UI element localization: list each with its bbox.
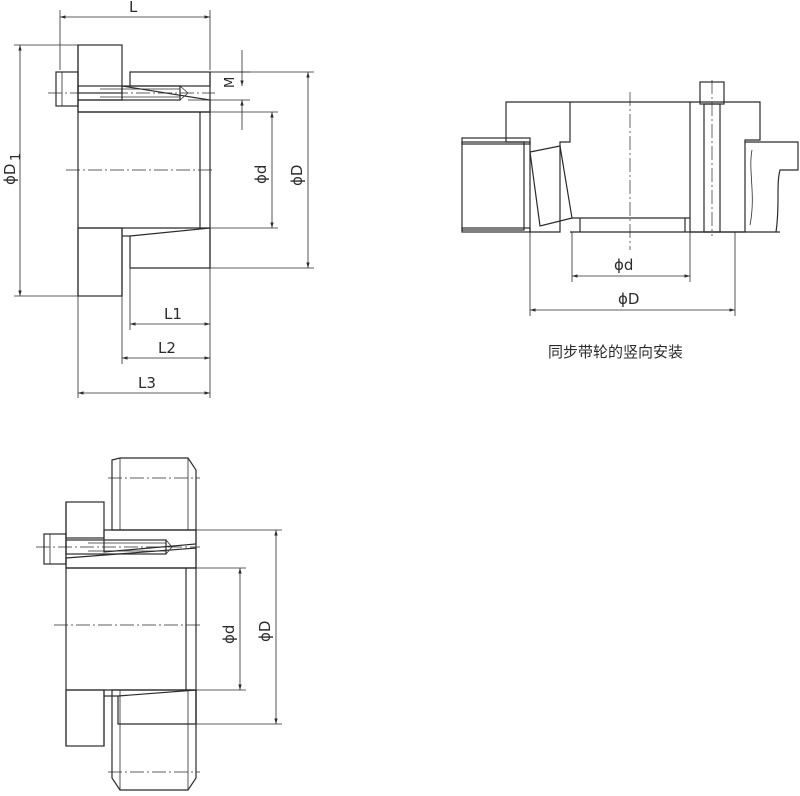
locking-assembly-view: L ϕD 1 M ϕd ϕD L1 L2 L3 bbox=[1, 0, 314, 398]
gear-flange-upper bbox=[65, 501, 105, 539]
gear-installation-view: ϕd ϕD bbox=[36, 457, 282, 791]
dim-label-D1: ϕD 1 bbox=[1, 153, 24, 185]
pulley-caption: 同步带轮的竖向安装 bbox=[548, 343, 684, 361]
gear-bottom bbox=[111, 689, 197, 791]
inner-ring-upper bbox=[77, 85, 211, 113]
dim-label-D: ϕD bbox=[288, 165, 306, 186]
pulley-hub-right bbox=[689, 101, 761, 233]
dim-label-M: M bbox=[223, 77, 238, 88]
gear-dim-label-D: ϕD bbox=[256, 621, 274, 642]
outer-ring-lower bbox=[129, 227, 211, 269]
pulley-installation-view: ϕd ϕD bbox=[461, 80, 799, 316]
svg-text:ϕD: ϕD bbox=[1, 164, 19, 185]
screw-head bbox=[55, 71, 79, 107]
svg-text:1: 1 bbox=[9, 153, 24, 161]
outer-ring-upper bbox=[129, 71, 211, 87]
gear-inner-ring-lower bbox=[117, 689, 197, 725]
gear-screw-head bbox=[43, 533, 67, 565]
dim-label-L2: L2 bbox=[158, 339, 176, 357]
dim-label-L3: L3 bbox=[138, 374, 156, 392]
flange-lower-section bbox=[77, 227, 123, 297]
dim-label-L1: L1 bbox=[164, 305, 182, 323]
dim-label-L: L bbox=[129, 0, 138, 16]
pulley-hub-left bbox=[505, 101, 571, 233]
pulley-dim-label-d: ϕd bbox=[614, 256, 633, 274]
dim-label-d: ϕd bbox=[252, 165, 270, 184]
gear-flange-lower bbox=[65, 689, 105, 747]
gear-top bbox=[111, 457, 197, 531]
pulley-dim-label-D: ϕD bbox=[618, 290, 639, 308]
pulley-teeth-left bbox=[461, 141, 525, 231]
gear-dim-label-d: ϕd bbox=[220, 625, 238, 644]
